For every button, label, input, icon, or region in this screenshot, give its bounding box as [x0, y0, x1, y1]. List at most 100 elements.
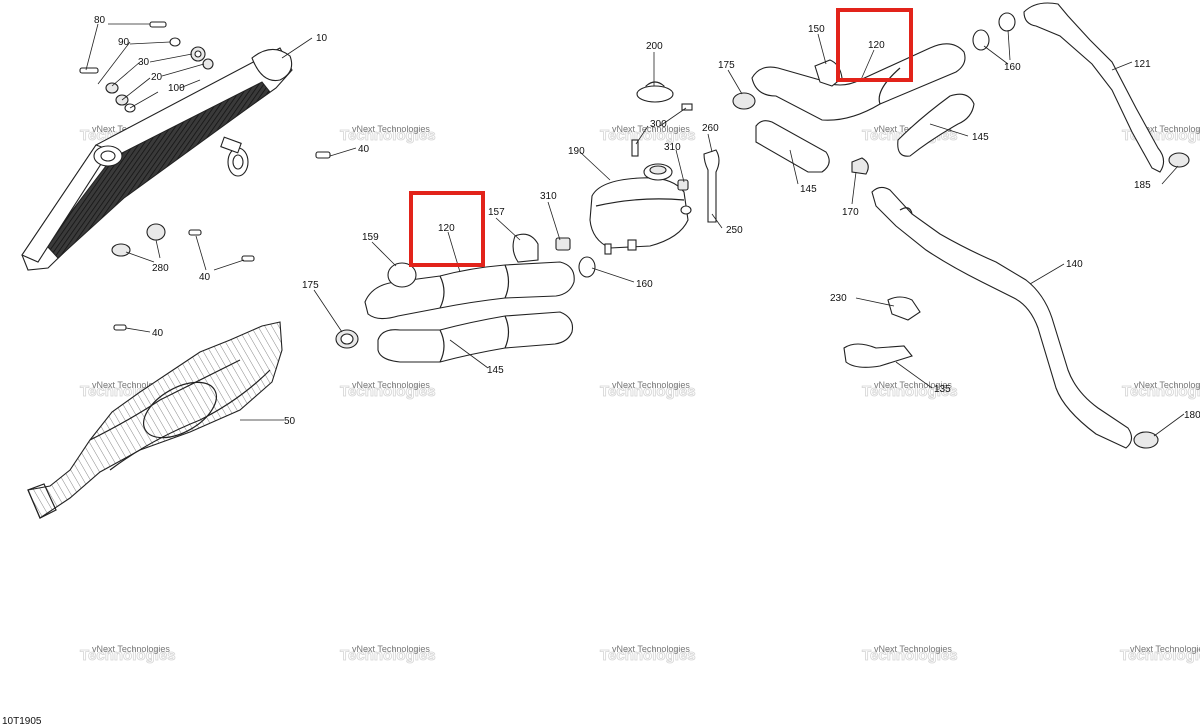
- watermark-text: vNext Technologies: [92, 644, 170, 654]
- clamp-175-right: [732, 92, 756, 110]
- watermark-text: vNext Technologies: [874, 644, 952, 654]
- nut-20: [202, 58, 214, 70]
- bracket-135: [843, 343, 913, 368]
- callout-159: 159: [362, 232, 379, 243]
- callout-145-mid: 145: [800, 184, 817, 195]
- bolt-300: [681, 103, 693, 111]
- callout-230: 230: [830, 293, 847, 304]
- clamp-230: [887, 296, 921, 321]
- callout-100: 100: [168, 83, 185, 94]
- callout-140: 140: [1066, 259, 1083, 270]
- watermark-large: Technologies: [80, 647, 176, 664]
- callout-40-low: 40: [199, 272, 211, 283]
- watermark-text: vNext Technologies: [612, 380, 690, 390]
- watermark-large: Technologies: [600, 127, 696, 144]
- mount-280-b: [111, 243, 131, 257]
- clamp-160-left: [578, 256, 596, 278]
- watermark-text: vNext Technologies: [1130, 644, 1200, 654]
- callout-175-left: 175: [302, 280, 319, 291]
- watermark-large: Technologies: [600, 383, 696, 400]
- mount-280-a: [146, 223, 166, 241]
- watermark-text: vNext Technologies: [352, 380, 430, 390]
- diagram-id: 10T1905: [2, 716, 42, 727]
- callout-121: 121: [1134, 59, 1151, 70]
- clamp-185: [1168, 152, 1190, 168]
- radiator-part: [21, 47, 293, 271]
- watermark-text: vNext Technologies: [612, 644, 690, 654]
- clip-157: [512, 233, 539, 263]
- callout-40-mid: 40: [358, 144, 370, 155]
- callout-145-left: 145: [487, 365, 504, 376]
- callout-190: 190: [568, 146, 585, 157]
- callout-120-right: 120: [868, 40, 885, 51]
- callout-labels: 80 90 30 20 100 10 40 280 40 40 50 159 1…: [94, 15, 1200, 427]
- vent-hose-250: [703, 149, 720, 223]
- watermark-large: Technologies: [862, 383, 958, 400]
- upper-right-hose-group: [732, 2, 1190, 173]
- callout-160-left: 160: [636, 279, 653, 290]
- callout-50: 50: [284, 416, 296, 427]
- watermark-large: Technologies: [340, 383, 436, 400]
- callout-170: 170: [842, 207, 859, 218]
- callout-120-left: 120: [438, 223, 455, 234]
- clamp-180: [1133, 431, 1159, 449]
- fan-shroud-part: [27, 321, 283, 519]
- watermark-large: Technologies: [600, 647, 696, 664]
- callout-310-right: 310: [664, 142, 681, 153]
- watermark-large: Technologies: [340, 127, 436, 144]
- lower-right-hose-group: [843, 157, 1159, 449]
- callout-145-right: 145: [972, 132, 989, 143]
- callout-280: 280: [152, 263, 169, 274]
- watermark-large: Technologies: [1122, 383, 1200, 400]
- clip-310-left: [555, 237, 571, 251]
- watermark-text: vNext Technologies: [92, 380, 170, 390]
- washer-90: [169, 37, 181, 47]
- clip-170: [851, 157, 869, 175]
- callout-180: 180: [1184, 410, 1200, 421]
- bolt-80: [149, 21, 167, 28]
- callout-260: 260: [702, 123, 719, 134]
- hose-121: [1023, 2, 1165, 173]
- watermark-text: vNext Technologies: [612, 124, 690, 134]
- clip-310-right: [677, 179, 689, 191]
- screw-40-low: [113, 324, 127, 331]
- watermark-large: Technologies: [340, 647, 436, 664]
- hose-145-left: [377, 311, 574, 363]
- screw-40-top: [79, 67, 99, 74]
- hose-145-right: [897, 93, 975, 157]
- callout-200: 200: [646, 41, 663, 52]
- leader-lines: [85, 23, 1185, 437]
- callout-20: 20: [151, 72, 163, 83]
- watermark-text: vNext Technologies: [874, 380, 952, 390]
- left-hose-group: [335, 233, 596, 363]
- callout-90: 90: [118, 37, 130, 48]
- highlight-box-120-left: [409, 191, 485, 267]
- hose-140: [871, 186, 1133, 449]
- hose-145-mid: [755, 120, 830, 173]
- callout-10: 10: [316, 33, 328, 44]
- callout-160-right: 160: [1004, 62, 1021, 73]
- clamp-160-right-b: [998, 12, 1016, 32]
- callout-40-shroud: 40: [152, 328, 164, 339]
- watermark-large: Technologies: [862, 647, 958, 664]
- callout-157: 157: [488, 207, 505, 218]
- callout-185: 185: [1134, 180, 1151, 191]
- watermark-large: Technologies: [1120, 647, 1200, 664]
- callout-310-left: 310: [540, 191, 557, 202]
- grommet-100: [105, 82, 119, 94]
- highlight-box-120-right: [836, 8, 913, 82]
- callout-300: 300: [650, 119, 667, 130]
- watermark-text: vNext Technologies: [1134, 124, 1200, 134]
- radiator-hardware: [79, 21, 331, 331]
- clamp-160-right-a: [972, 29, 990, 51]
- screw-40-mid: [315, 151, 331, 159]
- clamp-159: [387, 262, 417, 288]
- callout-30: 30: [138, 57, 150, 68]
- watermark-text: vNext Technologies: [352, 124, 430, 134]
- callout-80: 80: [94, 15, 106, 26]
- callout-175-right: 175: [718, 60, 735, 71]
- callout-250: 250: [726, 225, 743, 236]
